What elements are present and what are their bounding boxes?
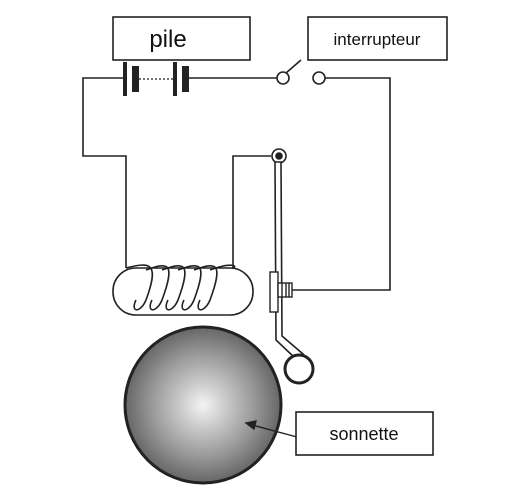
battery-label-box: [112, 16, 251, 61]
battery-symbol: [123, 62, 189, 96]
bell: [123, 325, 283, 485]
wire-battery-left: [82, 77, 127, 268]
armature-pivot: [271, 148, 287, 164]
armature-arm: [274, 161, 305, 359]
wire-coil-to-pivot: [232, 155, 271, 268]
bell-label-box: [295, 411, 434, 456]
battery-label: pile: [149, 26, 186, 53]
hammer-ball: [283, 353, 315, 385]
circuit-wires: [82, 77, 391, 291]
switch-label: interrupteur: [334, 30, 421, 49]
switch-symbol: [276, 59, 326, 85]
coil-windings: [125, 264, 236, 311]
switch-label-box: [307, 16, 448, 61]
bell-pointer-arrow: [244, 420, 298, 438]
bell-label: sonnette: [329, 424, 398, 444]
contact-screw: [269, 271, 293, 313]
wire-switch-right: [292, 77, 391, 291]
